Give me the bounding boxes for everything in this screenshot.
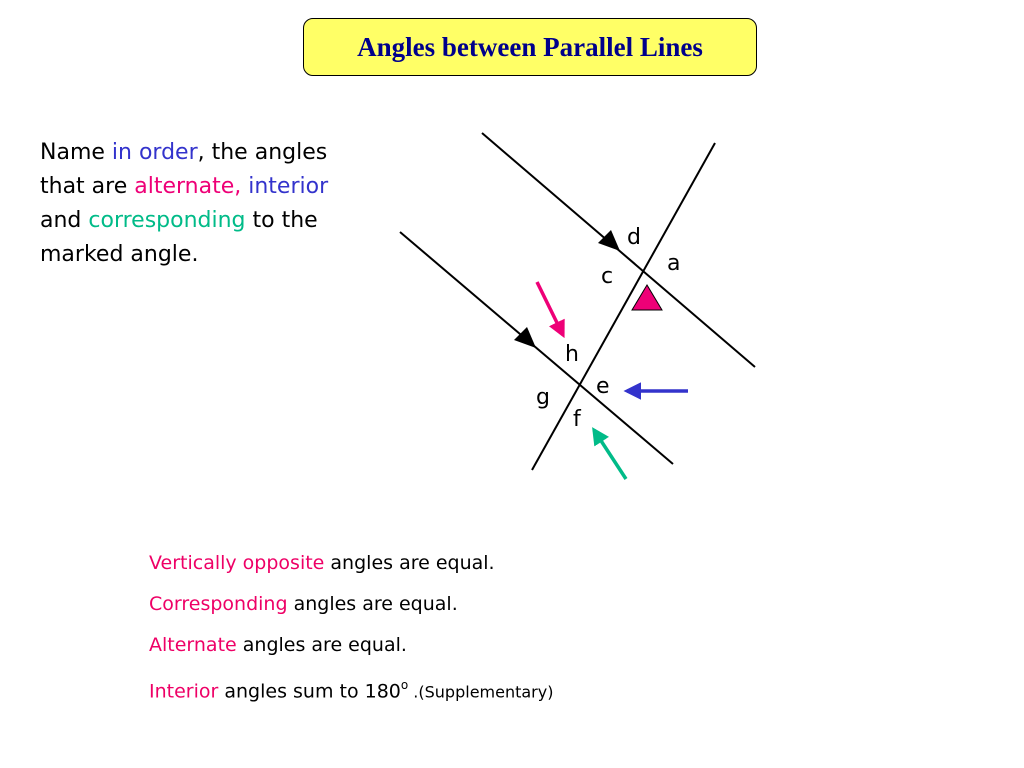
rule-term: Alternate — [149, 634, 237, 656]
rule-term: Corresponding — [149, 593, 288, 615]
rule-term: Vertically opposite — [149, 552, 325, 574]
transversal-line — [531, 142, 716, 471]
angle-label-g: g — [536, 385, 550, 410]
angle-label-d: d — [627, 225, 641, 250]
rule-text: angles sum to 180 — [218, 680, 401, 703]
prompt-alternate: alternate, — [134, 174, 242, 199]
rule-text: angles are equal. — [236, 634, 407, 656]
prompt-part: to the marked angle. — [40, 208, 318, 267]
prompt-in-order: in order — [111, 140, 198, 165]
lower-parallel-arrow-icon — [514, 327, 536, 348]
lower-parallel-line — [399, 231, 674, 465]
rule-tail: .(Supplementary) — [408, 682, 554, 702]
rule-alternate: Alternate angles are equal. — [149, 630, 553, 671]
rule-vertically-opposite: Vertically opposite angles are equal. — [149, 548, 553, 589]
corresponding-arrow-icon — [592, 427, 628, 480]
prompt-corresponding: corresponding — [88, 208, 246, 233]
upper-parallel-arrow-icon — [598, 230, 620, 251]
angle-label-f: f — [573, 407, 582, 432]
rule-interior: Interior angles sum to 180o .(Supplement… — [149, 671, 553, 712]
rule-text: angles are equal. — [324, 552, 495, 574]
instruction-text: Name in order, the angles that are alter… — [40, 136, 360, 272]
title-box: Angles between Parallel Lines — [303, 18, 757, 76]
degree-symbol: o — [400, 678, 409, 692]
rule-term: Interior — [149, 680, 219, 703]
angle-label-e: e — [596, 374, 610, 399]
prompt-interior: interior — [248, 174, 329, 199]
angle-label-c: c — [601, 264, 613, 289]
marked-angle-icon — [631, 284, 663, 311]
prompt-part: Name — [40, 140, 112, 165]
rule-text: angles are equal. — [287, 593, 458, 615]
alternate-arrow-icon — [535, 281, 565, 339]
page-title: Angles between Parallel Lines — [357, 31, 703, 62]
rules-list: Vertically opposite angles are equal. Co… — [149, 548, 553, 712]
rule-corresponding: Corresponding angles are equal. — [149, 589, 553, 630]
angle-label-h: h — [565, 342, 579, 367]
prompt-part: and — [40, 208, 89, 233]
angle-label-a: a — [667, 251, 680, 276]
prompt-part: , the angles that are — [40, 140, 328, 199]
